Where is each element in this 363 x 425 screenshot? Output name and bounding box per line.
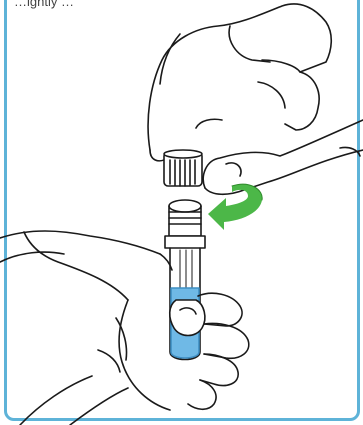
screw-cap <box>164 150 202 186</box>
lower-hand <box>0 231 249 425</box>
curved-arrow-icon <box>208 184 262 230</box>
